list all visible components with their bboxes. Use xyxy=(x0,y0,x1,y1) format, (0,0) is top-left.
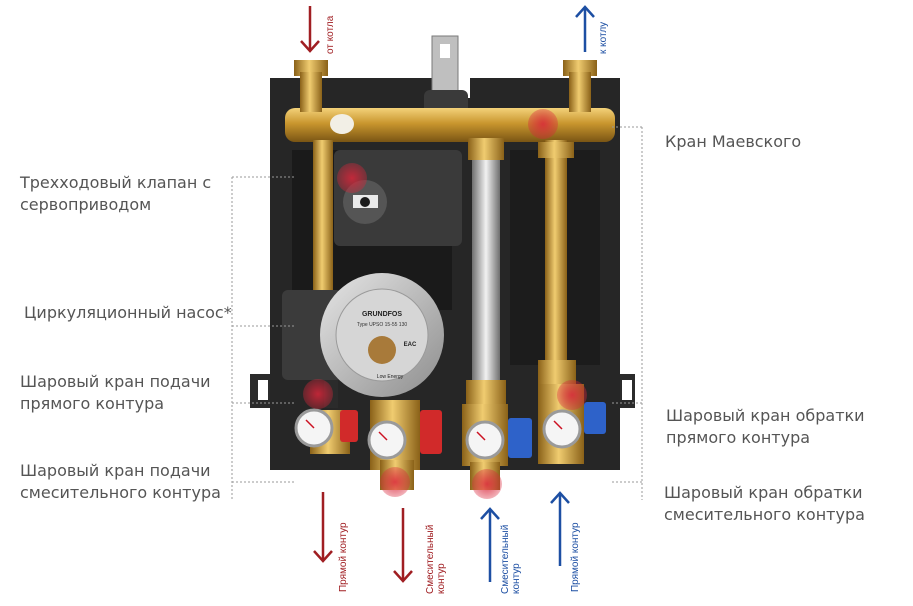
caption-direct-circuit: Прямой контур xyxy=(338,522,349,592)
pump-model: Type UPSO 15-55 130 xyxy=(357,322,408,328)
red-handle-left xyxy=(340,410,358,442)
blue-handle-right xyxy=(584,402,606,434)
label-return-ball-valve-mixing: Шаровый кран обратки смесительного конту… xyxy=(664,483,865,524)
blue-handle-mid xyxy=(508,418,532,458)
red-handle-mid xyxy=(420,410,442,454)
label-mayevsky-valve: Кран Маевского xyxy=(665,132,802,151)
pump-energy: Low Energy xyxy=(377,374,404,380)
label-circulation-pump: Циркуляционный насос* xyxy=(24,303,232,322)
arrow-up-icon xyxy=(550,491,570,566)
caption-mixing-circuit-return: Смесительный контур xyxy=(500,524,522,594)
caption-mixing-circuit: Смесительный контур xyxy=(425,524,447,594)
leader-lines xyxy=(231,126,643,500)
thermometer-gauges xyxy=(294,408,582,460)
arrow-up-icon xyxy=(480,507,500,582)
pump-brand: GRUNDFOS xyxy=(362,311,402,318)
caption-direct-circuit-return: Прямой контур xyxy=(570,522,581,592)
pump-mark: EAC xyxy=(404,342,417,348)
location-markers xyxy=(303,109,587,499)
arrow-down-icon xyxy=(300,6,320,53)
arrow-down-icon xyxy=(313,492,333,563)
label-three-way-valve: Трехходовый клапан с сервоприводом xyxy=(20,173,212,214)
label-supply-ball-valve-direct: Шаровый кран подачи прямого контура xyxy=(20,372,211,413)
arrow-down-icon xyxy=(393,508,413,583)
caption-from-boiler: от котла xyxy=(325,15,336,54)
label-return-ball-valve-direct: Шаровый кран обратки прямого контура xyxy=(666,406,865,447)
label-supply-ball-valve-mixing: Шаровый кран подачи смесительного контур… xyxy=(20,461,221,502)
arrow-up-icon xyxy=(575,5,595,52)
caption-to-boiler: к котлу xyxy=(598,21,609,54)
